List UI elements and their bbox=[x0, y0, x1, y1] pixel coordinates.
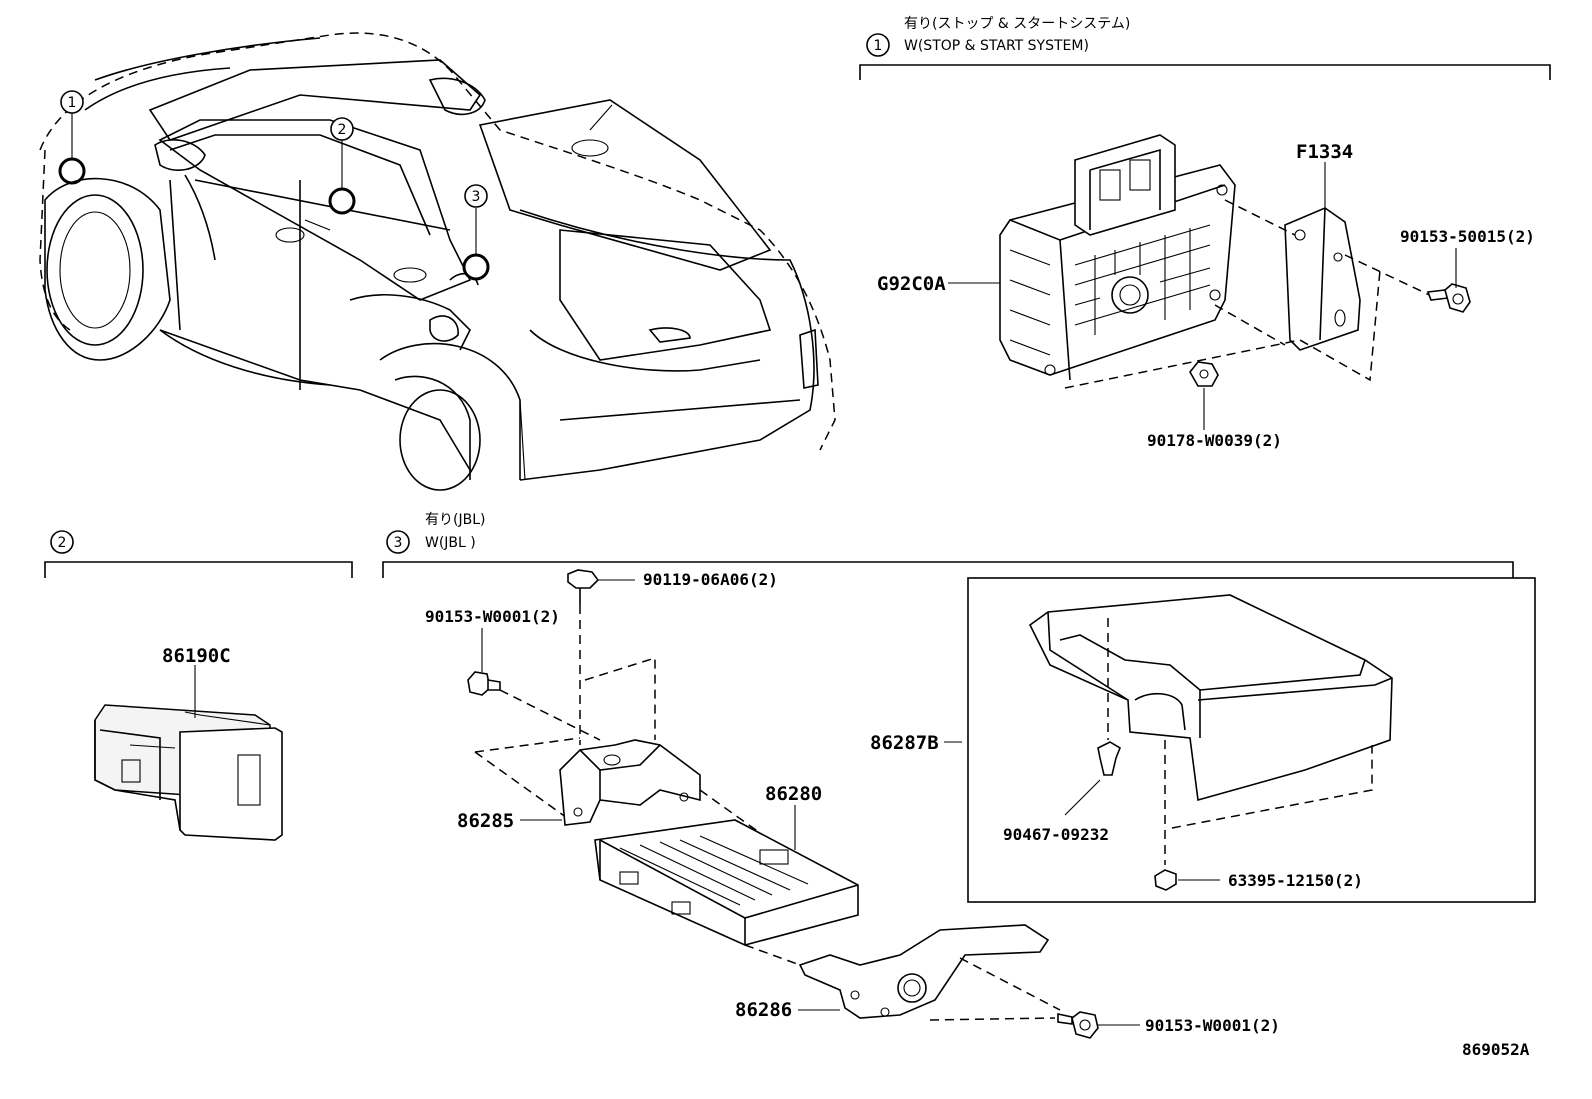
nut-90178-w0039[interactable] bbox=[1189, 361, 1219, 387]
bracket-86285[interactable] bbox=[559, 739, 701, 826]
bolt-90153-w0001-bottom[interactable] bbox=[1057, 1011, 1099, 1039]
label-86190c[interactable]: 86190C bbox=[162, 645, 231, 667]
switch-86190c[interactable] bbox=[94, 704, 283, 841]
section-3-title-jp: 有り(JBL) bbox=[425, 512, 485, 528]
label-63395-12150[interactable]: 63395-12150(2) bbox=[1228, 871, 1363, 890]
label-86286[interactable]: 86286 bbox=[735, 999, 792, 1021]
car-callout-3[interactable]: 3 bbox=[462, 184, 490, 281]
bolt-90119-06a06[interactable] bbox=[567, 569, 600, 605]
detail-box bbox=[967, 577, 1536, 903]
label-90153-w0001-bottom[interactable]: 90153-W0001(2) bbox=[1145, 1016, 1280, 1035]
section-1-header: 有り(ストップ & スタートシステム) 1 W(STOP & START SYS… bbox=[859, 16, 1551, 80]
section-3-title-en: W(JBL ) bbox=[425, 535, 476, 551]
bolt-63395-12150[interactable] bbox=[1154, 869, 1177, 891]
label-86280[interactable]: 86280 bbox=[765, 783, 822, 805]
amplifier-86280[interactable] bbox=[594, 819, 859, 946]
section-1-number: 1 bbox=[874, 38, 883, 54]
label-90467-09232[interactable]: 90467-09232 bbox=[1003, 825, 1109, 844]
section-2-number: 2 bbox=[58, 535, 67, 551]
label-90153-w0001-top[interactable]: 90153-W0001(2) bbox=[425, 607, 560, 626]
label-g92c0a[interactable]: G92C0A bbox=[877, 273, 946, 295]
callout-number: 2 bbox=[338, 122, 347, 138]
section-3-number: 3 bbox=[394, 535, 403, 551]
bolt-90153-50015[interactable] bbox=[1426, 283, 1471, 313]
cover-86287b[interactable] bbox=[1028, 594, 1393, 802]
car-callout-2[interactable]: 2 bbox=[328, 117, 356, 215]
label-86285[interactable]: 86285 bbox=[457, 810, 514, 832]
illustration-id: 869052A bbox=[1462, 1040, 1530, 1059]
callout-number: 1 bbox=[68, 95, 77, 111]
section-2-header: 2 bbox=[44, 530, 353, 578]
section-3-header: 有り(JBL) 3 W(JBL ) bbox=[382, 512, 1514, 578]
label-86287b[interactable]: 86287B bbox=[870, 732, 939, 754]
car-callout-1[interactable]: 1 bbox=[58, 90, 86, 185]
label-90178-w0039[interactable]: 90178-W0039(2) bbox=[1147, 431, 1282, 450]
bolt-90153-w0001-top[interactable] bbox=[467, 671, 501, 696]
clip-90467-09232[interactable] bbox=[1097, 741, 1121, 776]
bracket-86286[interactable] bbox=[798, 924, 1050, 1019]
section-1-title-jp: 有り(ストップ & スタートシステム) bbox=[904, 16, 1130, 32]
label-90153-50015[interactable]: 90153-50015(2) bbox=[1400, 227, 1535, 246]
vehicle-illustration bbox=[39, 32, 836, 491]
label-90119-06a06[interactable]: 90119-06A06(2) bbox=[643, 570, 778, 589]
callout-number: 3 bbox=[472, 189, 481, 205]
bracket-f1334[interactable] bbox=[1284, 207, 1361, 351]
module-g92c0a[interactable] bbox=[999, 134, 1236, 381]
section-1-title-en: W(STOP & START SYSTEM) bbox=[904, 38, 1089, 54]
label-f1334[interactable]: F1334 bbox=[1296, 141, 1353, 163]
leader-90467-09232 bbox=[1064, 779, 1101, 816]
